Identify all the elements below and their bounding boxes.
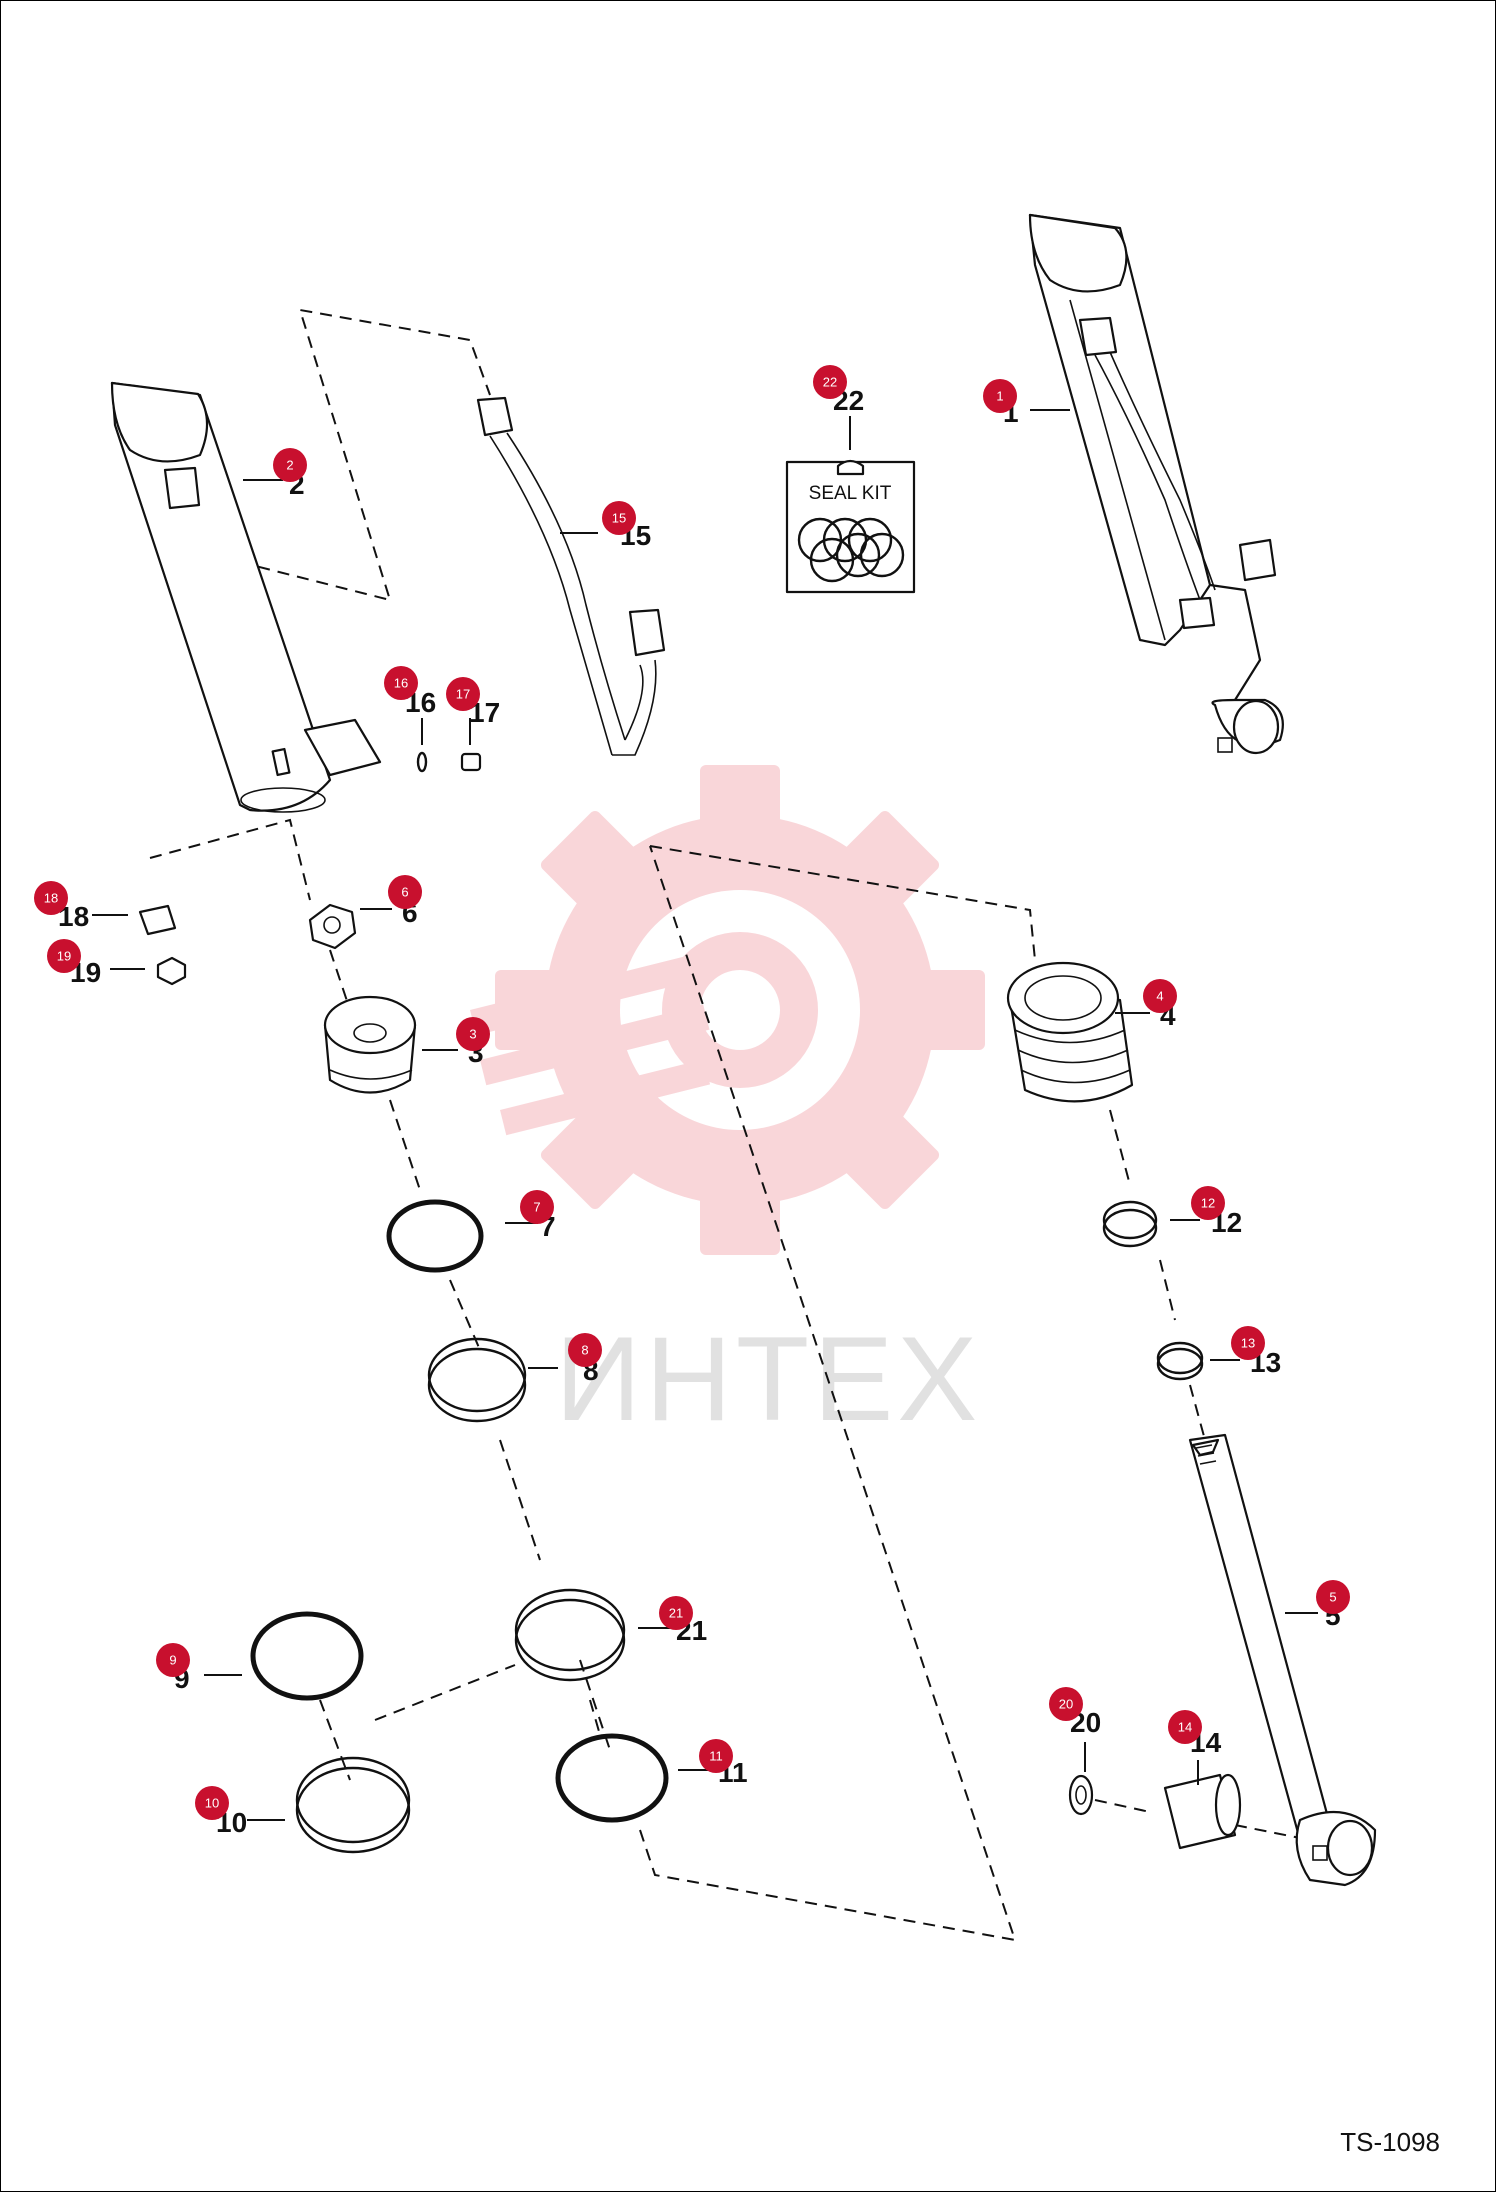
svg-text:17: 17 [456, 687, 470, 702]
badge-2: 2 [273, 448, 307, 482]
washer-20 [1068, 1774, 1094, 1816]
seal-8 [427, 1337, 527, 1413]
svg-text:10: 10 [205, 1796, 219, 1811]
badge-10: 10 [195, 1786, 229, 1820]
watermark-text: ИНТЕХ [555, 1312, 981, 1446]
badge-21: 21 [659, 1596, 693, 1630]
svg-text:11: 11 [709, 1749, 723, 1764]
badge-6: 6 [388, 875, 422, 909]
piston-4 [1006, 961, 1134, 1103]
bushing-14 [1163, 1773, 1242, 1850]
svg-text:5: 5 [1329, 1590, 1336, 1605]
badge-12: 12 [1191, 1186, 1225, 1220]
badge-16: 16 [384, 666, 418, 700]
svg-text:8: 8 [581, 1343, 588, 1358]
badge-3: 3 [456, 1017, 490, 1051]
badge-11: 11 [699, 1739, 733, 1773]
svg-text:3: 3 [469, 1027, 476, 1042]
seal-12 [1102, 1200, 1158, 1240]
badge-15: 15 [602, 501, 636, 535]
assembly-dashed-lines [149, 308, 1301, 1942]
seal-kit-label: SEAL KIT [809, 483, 892, 504]
svg-text:21: 21 [669, 1606, 683, 1621]
seal-21 [514, 1588, 626, 1672]
badge-5: 5 [1316, 1580, 1350, 1614]
badge-14: 14 [1168, 1710, 1202, 1744]
svg-text:7: 7 [533, 1200, 540, 1215]
svg-text:15: 15 [612, 511, 626, 526]
o-ring-9 [250, 1611, 364, 1701]
svg-text:19: 19 [57, 949, 71, 964]
seal-13 [1156, 1341, 1204, 1375]
watermark-gear-logo [470, 765, 985, 1255]
badge-7: 7 [520, 1190, 554, 1224]
svg-text:12: 12 [1201, 1196, 1215, 1211]
cylinder-assembly-1 [1028, 213, 1284, 755]
badge-18: 18 [34, 881, 68, 915]
svg-text:20: 20 [1059, 1697, 1073, 1712]
svg-text:16: 16 [394, 676, 408, 691]
hydraulic-tube-15 [476, 396, 666, 756]
badge-20: 20 [1049, 1687, 1083, 1721]
small-hardware [138, 751, 482, 986]
svg-text:9: 9 [169, 1653, 176, 1668]
cylinder-barrel-2 [110, 381, 382, 813]
callout-badges: 1 2 3 4 5 6 7 8 9 10 11 12 13 14 15 16 1… [34, 365, 1350, 1820]
badge-17: 17 [446, 677, 480, 711]
badge-13: 13 [1231, 1326, 1265, 1360]
cylinder-head-3 [323, 995, 417, 1094]
badge-4: 4 [1143, 979, 1177, 1013]
seal-10 [295, 1756, 411, 1844]
o-ring-11 [555, 1733, 669, 1823]
svg-text:13: 13 [1241, 1336, 1255, 1351]
badge-1: 1 [983, 379, 1017, 413]
svg-text:18: 18 [44, 891, 58, 906]
badge-22: 22 [813, 365, 847, 399]
seal-kit-22: SEAL KIT [785, 459, 916, 594]
badge-8: 8 [568, 1333, 602, 1367]
svg-text:6: 6 [401, 885, 408, 900]
svg-text:1: 1 [996, 389, 1003, 404]
piston-rod-5 [1188, 1433, 1377, 1887]
seal-rings [250, 1199, 1204, 1854]
badge-19: 19 [47, 939, 81, 973]
svg-text:14: 14 [1178, 1720, 1192, 1735]
svg-text:4: 4 [1156, 989, 1163, 1004]
callout-leader-lines [92, 409, 1318, 1821]
badge-9: 9 [156, 1643, 190, 1677]
document-code: TS-1098 [1340, 2127, 1440, 2157]
o-ring-7 [386, 1199, 484, 1273]
svg-text:22: 22 [823, 375, 837, 390]
svg-text:2: 2 [286, 458, 293, 473]
